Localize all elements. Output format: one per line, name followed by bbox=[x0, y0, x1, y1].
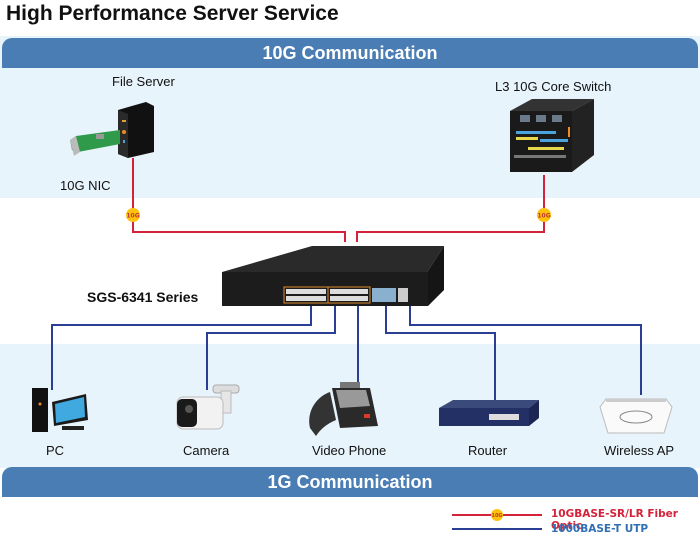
sgs-6341-switch-icon bbox=[222, 246, 444, 306]
camera-label: Camera bbox=[183, 443, 230, 458]
legend-utp-label: 1000BASE-T UTP bbox=[551, 523, 649, 535]
utp-link-wireless-ap bbox=[409, 305, 642, 395]
core-switch-label: L3 10G Core Switch bbox=[495, 79, 612, 94]
10g-section-header: 10G Communication bbox=[2, 38, 698, 68]
fiber-link-core-switch bbox=[356, 175, 545, 242]
utp-link-pc bbox=[51, 305, 312, 390]
wireless-ap-icon bbox=[599, 398, 673, 434]
video-phone-label: Video Phone bbox=[312, 443, 387, 458]
utp-link-router bbox=[385, 305, 496, 400]
10g-badge-icon bbox=[491, 509, 503, 521]
router-label: Router bbox=[468, 443, 508, 458]
10g-badge-icon: 10G bbox=[537, 208, 551, 222]
10g-badge-icon: 10G bbox=[126, 208, 140, 222]
utp-link-camera bbox=[206, 305, 336, 390]
legend-fiber-swatch: 10G bbox=[452, 509, 542, 521]
file-server-label: File Server bbox=[112, 74, 175, 89]
router-icon bbox=[439, 400, 539, 426]
pc-label: PC bbox=[46, 443, 65, 458]
file-server-icon bbox=[70, 102, 154, 158]
1g-section-header: 1G Communication bbox=[2, 467, 698, 497]
fiber-link-file-server bbox=[132, 158, 346, 242]
badge-text: 10G bbox=[537, 213, 550, 220]
wireless-ap-label: Wireless AP bbox=[604, 443, 675, 458]
core-switch-icon bbox=[510, 99, 594, 172]
video-phone-icon bbox=[309, 382, 378, 436]
page-title: High Performance Server Service bbox=[6, 2, 339, 25]
legend-fiber-label: 10GBASE-SR/LR Fiber Optic bbox=[551, 508, 678, 532]
main-switch-label: SGS-6341 Series bbox=[87, 289, 199, 305]
camera-icon bbox=[176, 384, 240, 430]
10g-nic-label: 10G NIC bbox=[60, 178, 111, 193]
pc-icon bbox=[32, 388, 88, 432]
badge-text: 10G bbox=[126, 213, 139, 220]
legend-utp-swatch bbox=[452, 528, 542, 530]
legend-badge-text: 10G bbox=[491, 513, 502, 519]
